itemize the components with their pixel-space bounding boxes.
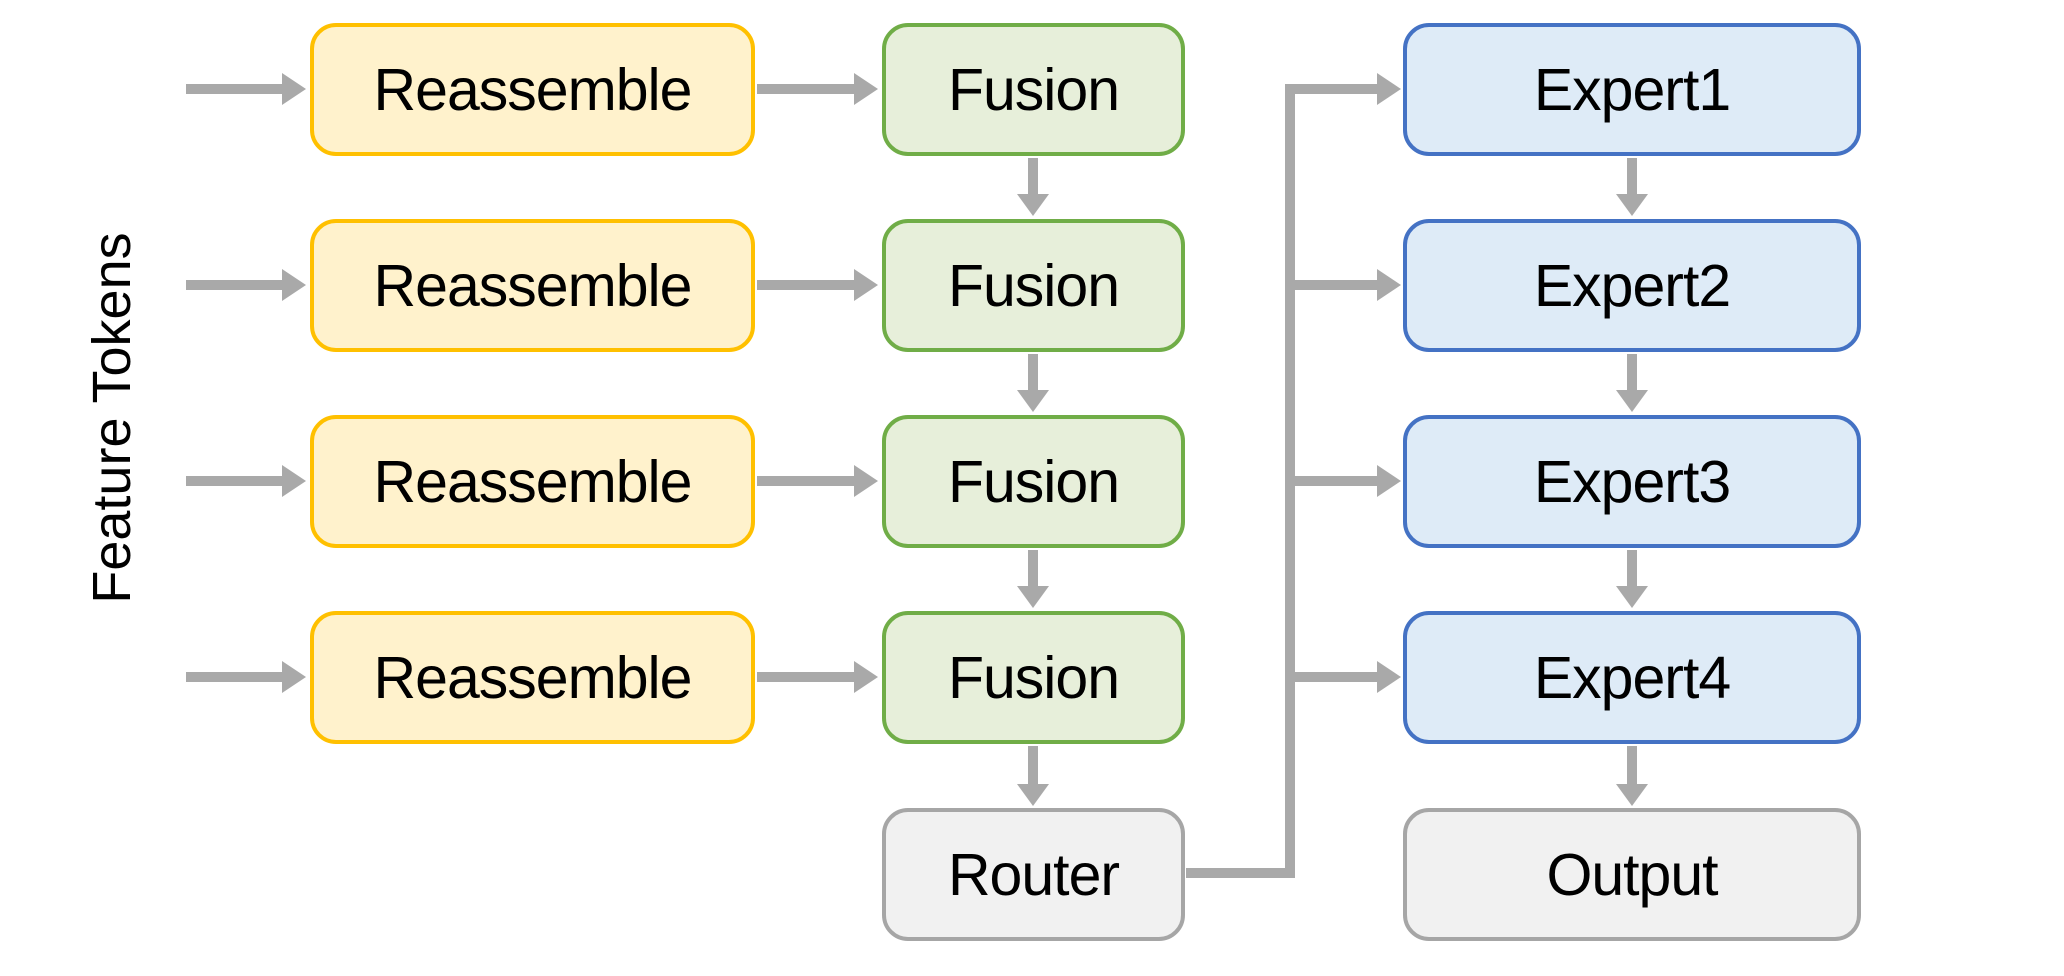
expert-box-1: Expert1 (1403, 23, 1861, 156)
reassemble-to-fusion-arrow-1 (757, 84, 854, 94)
expert-box-4: Expert4 (1403, 611, 1861, 744)
expert2-to-expert3-arrow (1627, 354, 1637, 390)
input-arrow-1 (186, 84, 282, 94)
fusion3-to-fusion4-arrow (1028, 550, 1038, 586)
reassemble-to-fusion-arrow-4 (757, 672, 854, 682)
reassemble-box-4: Reassemble (310, 611, 755, 744)
fusion-box-1: Fusion (882, 23, 1185, 156)
fusion-box-4: Fusion (882, 611, 1185, 744)
fusion1-to-fusion2-arrow (1028, 158, 1038, 194)
reassemble-to-fusion-arrow-2 (757, 280, 854, 290)
expert-box-3: Expert3 (1403, 415, 1861, 548)
reassemble-box-2: Reassemble (310, 219, 755, 352)
router-to-expert1-arrow (1285, 84, 1377, 94)
router-to-expert2-arrow (1285, 280, 1377, 290)
router-to-expert3-arrow (1285, 476, 1377, 486)
input-arrow-3 (186, 476, 282, 486)
expert-box-2: Expert2 (1403, 219, 1861, 352)
feature-tokens-label: Feature Tokens (82, 232, 142, 604)
fusion-box-2: Fusion (882, 219, 1185, 352)
input-arrow-2 (186, 280, 282, 290)
reassemble-box-3: Reassemble (310, 415, 755, 548)
router-to-expert4-arrow (1285, 672, 1377, 682)
expert1-to-expert2-arrow (1627, 158, 1637, 194)
reassemble-box-1: Reassemble (310, 23, 755, 156)
fusion-box-3: Fusion (882, 415, 1185, 548)
reassemble-to-fusion-arrow-3 (757, 476, 854, 486)
expert3-to-expert4-arrow (1627, 550, 1637, 586)
input-arrow-4 (186, 672, 282, 682)
fusion4-to-router-arrow (1028, 746, 1038, 784)
router-box: Router (882, 808, 1185, 941)
router-output-connector (1186, 868, 1295, 878)
expert4-to-output-arrow (1627, 746, 1637, 784)
output-box: Output (1403, 808, 1861, 941)
fusion2-to-fusion3-arrow (1028, 354, 1038, 390)
